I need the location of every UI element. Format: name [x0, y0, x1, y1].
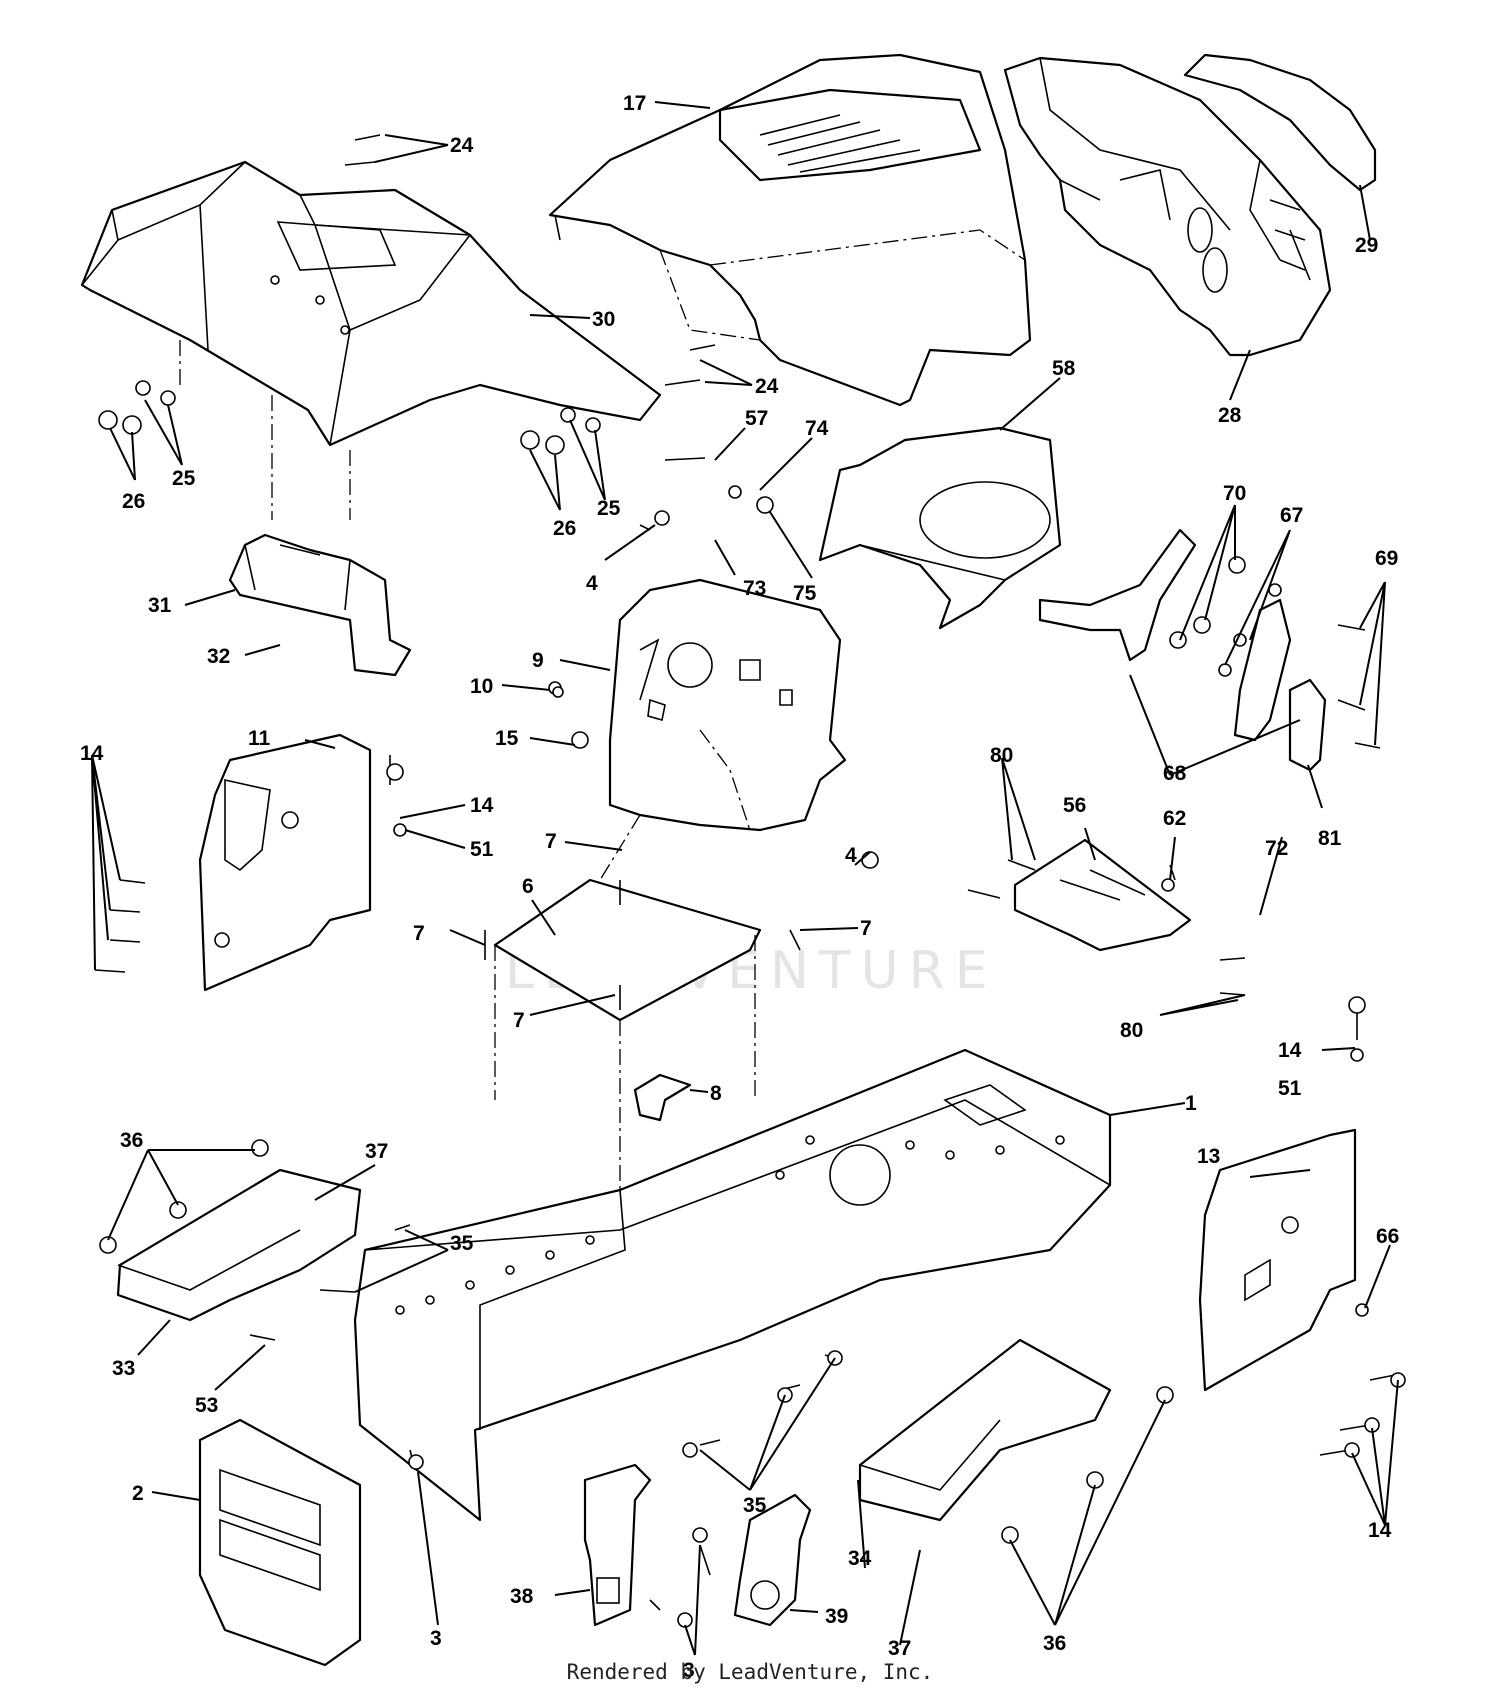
callout-62: 62 — [1163, 807, 1186, 830]
callout-34: 34 — [848, 1547, 872, 1570]
footer-credit: Rendered by LeadVenture, Inc. — [566, 1660, 934, 1684]
leader-lines — [91, 101, 1399, 1656]
callout-15: 15 — [495, 727, 519, 750]
callout-4-upper: 4 — [586, 572, 598, 595]
callout-26-right: 26 — [553, 517, 576, 540]
callout-36-left: 36 — [120, 1129, 143, 1152]
left-side-panel — [198, 733, 372, 992]
callout-10: 10 — [470, 675, 493, 698]
axle-bracket-left — [583, 1463, 652, 1627]
callout-57: 57 — [745, 407, 768, 430]
callout-37-lower: 37 — [888, 1637, 911, 1660]
callout-69: 69 — [1375, 547, 1398, 570]
callout-56: 56 — [1063, 794, 1086, 817]
callout-70: 70 — [1223, 482, 1246, 505]
right-side-panel — [1198, 1128, 1357, 1392]
callout-37-upper: 37 — [365, 1140, 388, 1163]
callout-24-upper: 24 — [450, 134, 474, 157]
callout-24-lower: 24 — [755, 375, 779, 398]
callout-25-left: 25 — [172, 467, 196, 490]
callout-32: 32 — [207, 645, 230, 668]
callout-7-top: 7 — [545, 830, 557, 853]
callout-4-lower: 4 — [845, 844, 857, 867]
callout-53: 53 — [195, 1394, 218, 1417]
callout-80-lower: 80 — [1120, 1019, 1143, 1042]
rear-fender — [80, 160, 662, 520]
callout-14-lower: 14 — [1368, 1519, 1392, 1542]
callout-13: 13 — [1197, 1145, 1220, 1168]
callout-33: 33 — [112, 1357, 135, 1380]
callout-11: 11 — [248, 727, 271, 750]
callout-66: 66 — [1376, 1225, 1399, 1248]
callout-1: 1 — [1185, 1092, 1197, 1115]
callout-7-right: 7 — [860, 917, 872, 940]
callout-14-right: 14 — [1278, 1039, 1302, 1062]
callout-80-upper: 80 — [990, 744, 1013, 767]
deck-bracket — [1013, 838, 1192, 952]
callout-17: 17 — [623, 92, 646, 115]
callout-58: 58 — [1052, 357, 1076, 380]
callout-3-left: 3 — [430, 1627, 442, 1650]
callout-25-right: 25 — [597, 497, 621, 520]
dash — [599, 578, 847, 881]
callout-6: 6 — [522, 875, 534, 898]
left-footrest — [116, 1168, 362, 1322]
right-footrest — [858, 1338, 1112, 1522]
callout-28: 28 — [1218, 404, 1242, 427]
callout-39: 39 — [825, 1605, 848, 1628]
grille-nose — [1003, 56, 1332, 357]
callout-38: 38 — [510, 1585, 534, 1608]
pedal-brackets — [1038, 528, 1327, 772]
callout-35-lower: 35 — [743, 1494, 767, 1517]
callout-31: 31 — [148, 594, 172, 617]
seat-bracket — [228, 533, 412, 677]
callout-51-left: 51 — [470, 838, 494, 861]
callout-14-left: 14 — [80, 742, 104, 765]
callout-7-left: 7 — [413, 922, 425, 945]
callout-35-left: 35 — [450, 1232, 474, 1255]
battery-tray — [493, 878, 762, 1240]
callout-14-mid: 14 — [470, 794, 494, 817]
callout-72: 72 — [1265, 837, 1288, 860]
fasteners — [94, 134, 1406, 1628]
callout-68: 68 — [1163, 762, 1187, 785]
callout-51-right: 51 — [1278, 1077, 1302, 1100]
callout-81: 81 — [1318, 827, 1342, 850]
callout-labels: 24 17 29 30 24 28 58 25 26 57 74 25 26 4… — [80, 92, 1399, 1682]
headlight-lens — [1183, 53, 1377, 192]
front-plate — [198, 1418, 362, 1667]
callout-29: 29 — [1355, 234, 1378, 257]
callout-30: 30 — [592, 308, 615, 331]
callout-73: 73 — [743, 577, 766, 600]
callout-26-left: 26 — [122, 490, 145, 513]
callout-75: 75 — [793, 582, 817, 605]
callout-36-lower: 36 — [1043, 1632, 1066, 1655]
callout-9: 9 — [532, 649, 544, 672]
axle-bracket-right — [733, 1493, 812, 1627]
callout-7-bottom: 7 — [513, 1009, 525, 1032]
callout-2: 2 — [132, 1482, 144, 1505]
main-frame — [353, 1048, 1112, 1522]
callout-8: 8 — [710, 1082, 722, 1105]
callout-74: 74 — [805, 417, 829, 440]
clip — [633, 1073, 692, 1122]
callout-67: 67 — [1280, 504, 1303, 527]
dash-panel — [818, 426, 1062, 630]
callout-3-mid: 3 — [683, 1659, 695, 1682]
hood — [548, 53, 1032, 407]
